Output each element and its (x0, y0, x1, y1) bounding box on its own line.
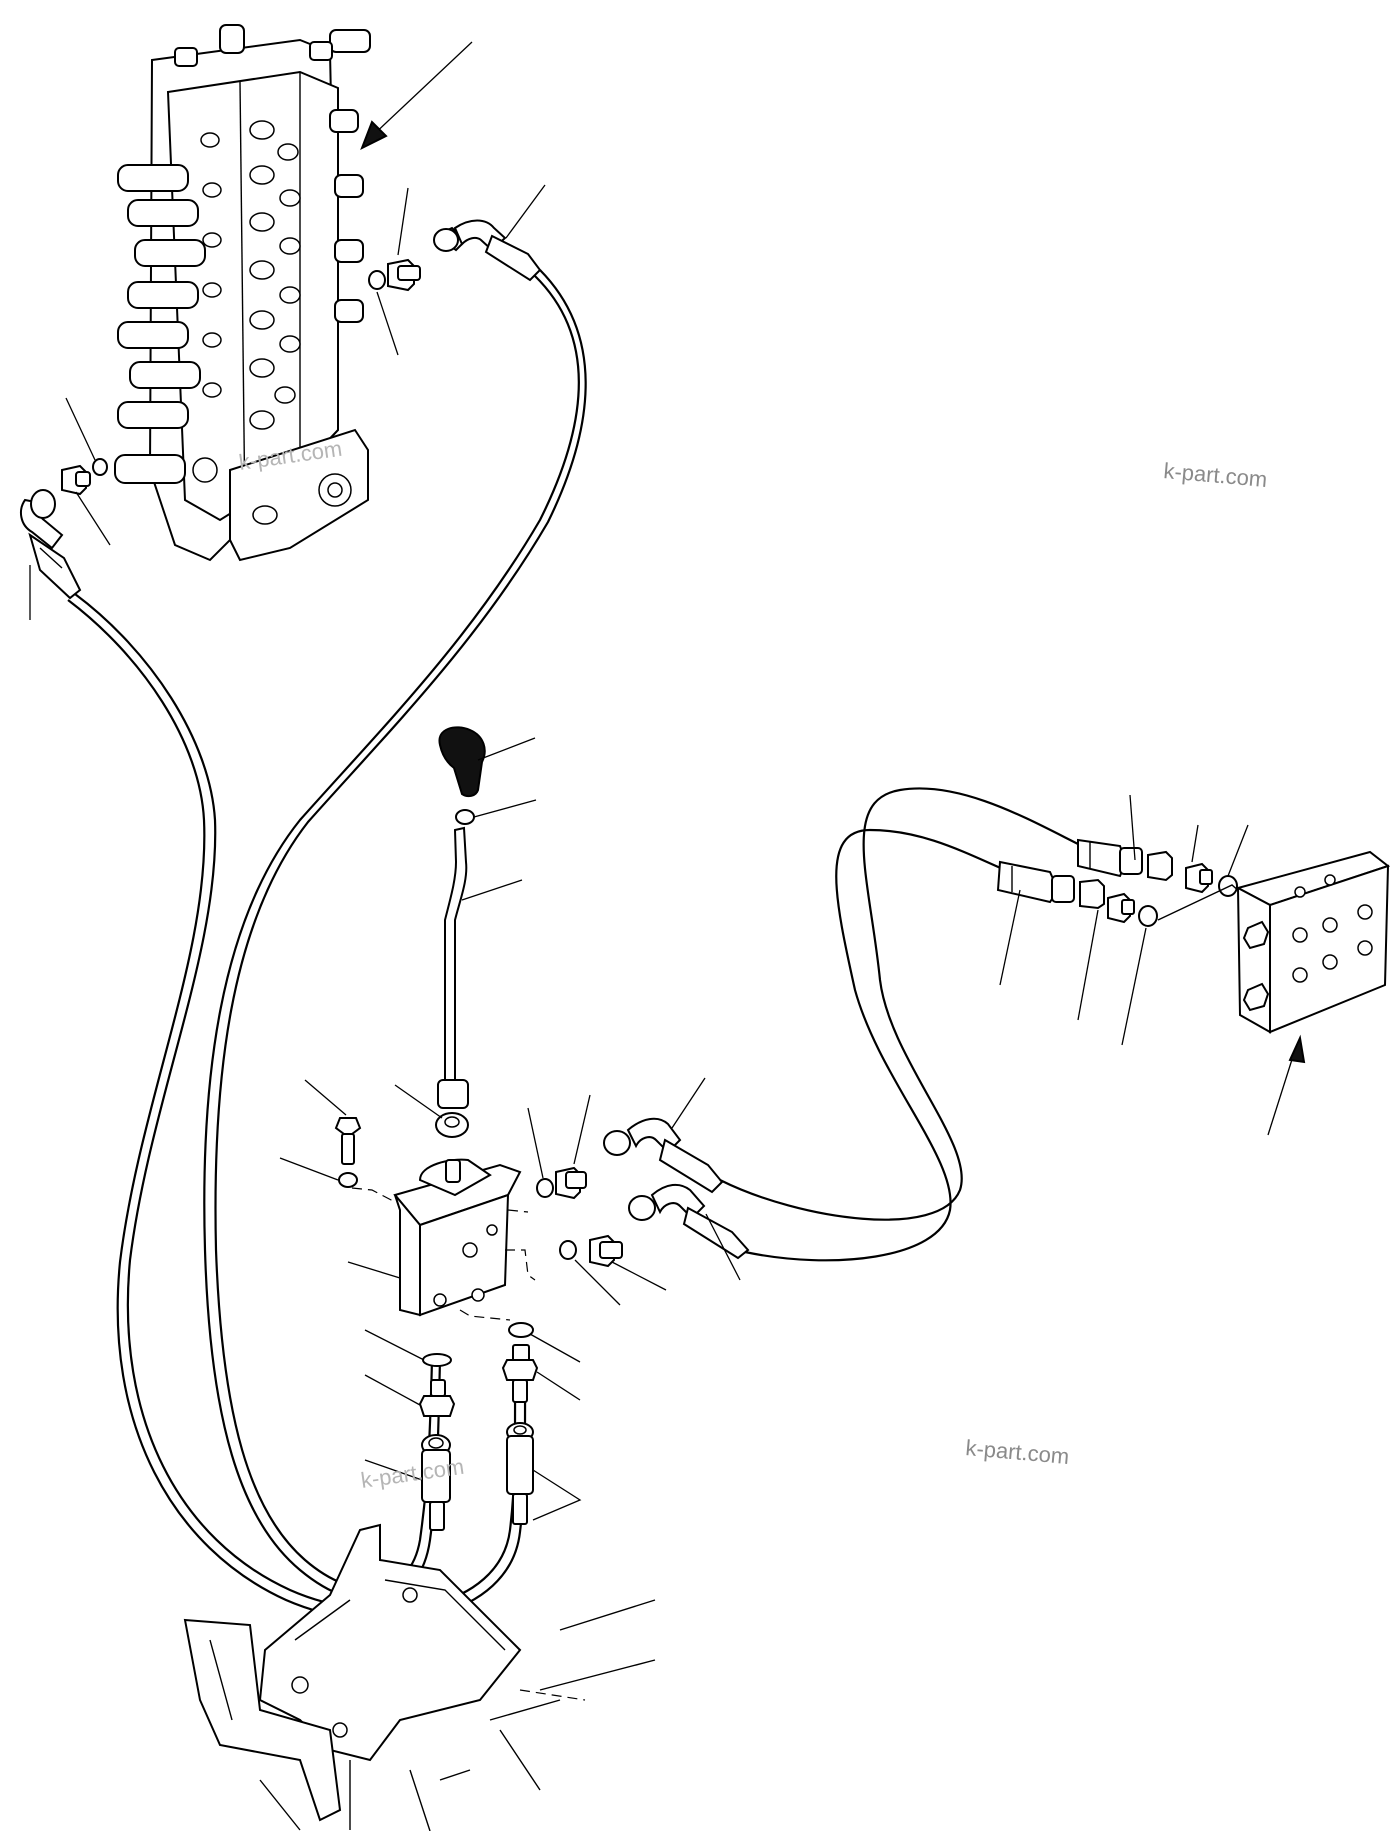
leader-block-upper-oring (1227, 824, 1249, 877)
leader-block-upper-hose (1129, 794, 1136, 861)
pilot-valve-bottom-left-outlet (418, 1353, 456, 1531)
leader-block-upper-adapter (1191, 824, 1199, 863)
leader-valve-left-adapter (75, 491, 111, 546)
leader-lever-nut (473, 799, 537, 818)
leader-bottom-right-oring (529, 1333, 581, 1363)
leader-upper-hose (671, 1077, 706, 1129)
leader-lower-oring (574, 1259, 621, 1306)
leader-block-lower-hose (999, 889, 1021, 986)
watermark-right-lower: k-part.com (965, 1435, 1071, 1469)
leader-lever-boot-nut (394, 1084, 443, 1119)
pilot-valve (334, 1117, 536, 1321)
leader-bottom-right-adapter (536, 1371, 581, 1401)
pilot-valve-lower-outlet (559, 1183, 750, 1268)
leader-washer (279, 1157, 339, 1181)
valve-right-fitting-group (368, 219, 542, 292)
leader-valve-right-adapter (397, 187, 409, 256)
leader-bottom-left-adapter (364, 1374, 421, 1406)
lever-assembly (435, 726, 486, 1138)
leader-valve-right-hose (505, 184, 546, 239)
leader-block-lower-oring (1121, 927, 1147, 1046)
leader-bottom-left-hose (364, 1459, 423, 1481)
leader-bottom-right-hoses (532, 1469, 582, 1521)
leader-valve-right-oring (376, 291, 399, 356)
leader-block-lower-adapter (1077, 909, 1099, 1021)
leader-knob (477, 737, 536, 761)
valve-left-fitting-group (19, 458, 108, 600)
valve-face-ports (192, 120, 301, 483)
main-control-valve (114, 24, 473, 562)
leader-pilot-valve-body (347, 1261, 401, 1279)
floor-frame (183, 1523, 656, 1831)
leader-lower-hose (705, 1213, 741, 1281)
lever-knob (438, 726, 486, 798)
junction-block (1235, 850, 1391, 1136)
leader-upper-oring (527, 1107, 544, 1179)
leader-bolt (304, 1079, 347, 1116)
leader-lever-rod (461, 879, 523, 901)
leader-upper-adapter (573, 1094, 591, 1165)
pilot-valve-bottom-right-outlet (501, 1322, 539, 1525)
watermark-right-upper: k-part.com (1163, 458, 1269, 492)
leader-bottom-left-oring (364, 1329, 425, 1361)
block-upper-fitting-group (1077, 838, 1238, 897)
pilot-valve-upper-outlet (536, 1117, 724, 1200)
leader-valve-left-oring (65, 397, 96, 461)
hose-lower-to-block (744, 828, 1006, 1262)
valve-spool-ends (114, 164, 206, 484)
block-lower-fitting-group (996, 860, 1158, 927)
leader-lower-adapter (611, 1261, 667, 1291)
hose-upper-to-block (719, 787, 1081, 1221)
